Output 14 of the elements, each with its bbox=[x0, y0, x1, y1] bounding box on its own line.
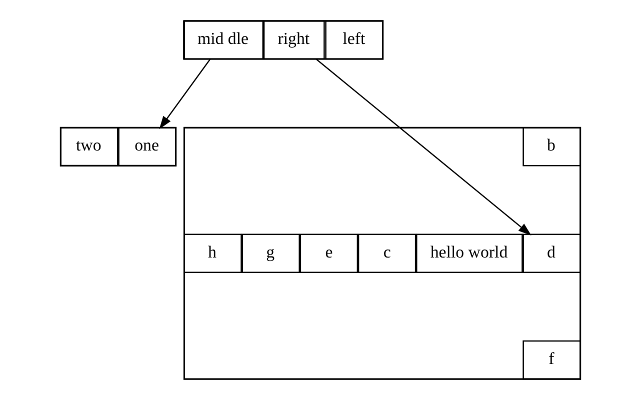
node-box: b bbox=[522, 127, 580, 166]
arrow bbox=[158, 58, 210, 130]
node-box: f bbox=[522, 340, 580, 380]
node-box: mid dle bbox=[182, 20, 264, 60]
arrow bbox=[315, 58, 531, 236]
node-box: hello world bbox=[415, 234, 522, 273]
node-box: left bbox=[324, 20, 383, 60]
node-box: h bbox=[183, 234, 242, 273]
node-box: c bbox=[357, 234, 416, 273]
node-box: two bbox=[60, 127, 118, 166]
node-box: g bbox=[241, 234, 300, 273]
node-box: d bbox=[522, 234, 580, 273]
node-box: right bbox=[262, 20, 324, 60]
node-box: e bbox=[299, 234, 358, 273]
